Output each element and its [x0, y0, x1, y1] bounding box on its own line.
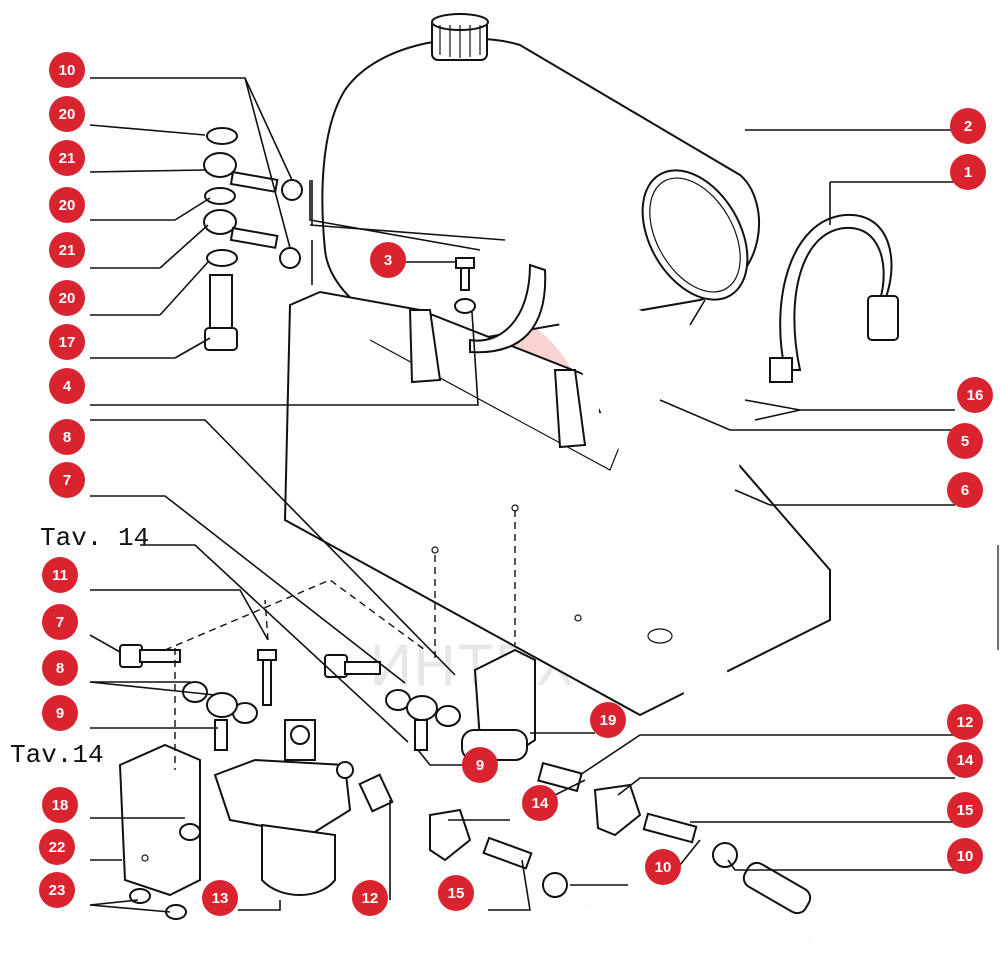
callout-label: 21 [59, 242, 76, 259]
callout-10-right: 10 [947, 838, 983, 874]
callout-label: 8 [56, 660, 64, 677]
small-hardware [119, 644, 812, 941]
callout-label: 23 [49, 882, 66, 899]
callout-16: 16 [957, 377, 993, 413]
callout-10-top: 10 [49, 52, 85, 88]
callout-15-left: 15 [438, 875, 474, 911]
callout-22: 22 [39, 829, 75, 865]
callout-label: 6 [961, 482, 969, 499]
callout-20-a: 20 [49, 96, 85, 132]
callout-7-a: 7 [49, 462, 85, 498]
callout-label: 10 [59, 62, 76, 79]
callout-label: 15 [448, 885, 465, 902]
callout-10-mid: 10 [645, 849, 681, 885]
callout-label: 5 [961, 433, 969, 450]
callout-label: 20 [59, 106, 76, 123]
callout-label: 7 [63, 472, 71, 489]
callout-label: 18 [52, 797, 69, 814]
callout-label: 19 [600, 712, 617, 729]
callout-label: 2 [964, 118, 972, 135]
callout-20-b: 20 [49, 187, 85, 223]
callout-label: 22 [49, 839, 66, 856]
callout-label: 16 [967, 387, 984, 404]
callout-label: 12 [362, 890, 379, 907]
callout-label: 21 [59, 150, 76, 167]
callout-14-right: 14 [947, 742, 983, 778]
filter-bracket [118, 743, 201, 897]
callout-label: 8 [63, 429, 71, 446]
callout-label: 9 [476, 757, 484, 774]
callout-label: 9 [56, 705, 64, 722]
callout-5: 5 [947, 423, 983, 459]
callout-19: 19 [590, 702, 626, 738]
callout-label: 13 [212, 890, 229, 907]
callout-15-right: 15 [947, 792, 983, 828]
callout-12-right: 12 [947, 704, 983, 740]
callout-21-a: 21 [49, 140, 85, 176]
callout-label: 11 [52, 567, 68, 584]
callout-2: 2 [950, 108, 986, 144]
callout-20-c: 20 [49, 280, 85, 316]
leader-lines [89, 77, 955, 913]
callout-11: 11 [42, 557, 78, 593]
tank-strap [769, 213, 899, 383]
reference-tav14-upper: Tav. 14 [40, 523, 149, 553]
fuel-tank [321, 13, 760, 342]
callout-4: 4 [49, 368, 85, 404]
callout-18: 18 [42, 787, 78, 823]
callout-label: 17 [59, 334, 76, 351]
callout-label: 14 [957, 752, 974, 769]
callout-6: 6 [947, 472, 983, 508]
callout-1: 1 [950, 154, 986, 190]
callout-21-b: 21 [49, 232, 85, 268]
callout-label: 12 [957, 714, 974, 731]
banjo-fittings-upper [203, 127, 313, 351]
callout-label: 3 [384, 252, 392, 269]
callout-8-a: 8 [49, 419, 85, 455]
callout-label: 20 [59, 290, 76, 307]
callout-label: 20 [59, 197, 76, 214]
callout-label: 4 [63, 378, 72, 395]
callout-label: 1 [964, 164, 972, 181]
callout-7-b: 7 [42, 604, 78, 640]
callout-9-a: 9 [42, 695, 78, 731]
callout-14-left: 14 [522, 785, 558, 821]
callout-label: 10 [655, 859, 672, 876]
fuel-filter [213, 719, 354, 896]
callout-label: 7 [56, 614, 64, 631]
callout-12-left: 12 [352, 880, 388, 916]
callout-label: 14 [532, 795, 549, 812]
callout-9-b: 9 [462, 747, 498, 783]
callout-3: 3 [370, 242, 406, 278]
callout-8-b: 8 [42, 650, 78, 686]
callout-label: 15 [957, 802, 974, 819]
callout-17: 17 [49, 324, 85, 360]
reference-tav14-lower: Tav.14 [10, 740, 104, 770]
callout-label: 10 [957, 848, 974, 865]
callout-13: 13 [202, 880, 238, 916]
callout-23: 23 [39, 872, 75, 908]
assembly-lines [164, 510, 516, 770]
bolt-3 [454, 257, 476, 314]
